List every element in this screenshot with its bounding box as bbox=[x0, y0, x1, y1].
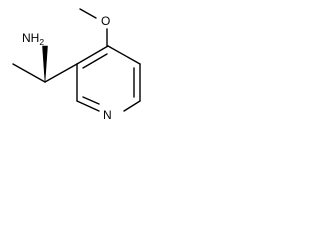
oxygen-atom-label: O bbox=[101, 14, 110, 28]
ring-bond-c3-c4 bbox=[107, 45, 141, 65]
amine-subscript: 2 bbox=[39, 37, 44, 47]
wedge-bond-chiral-amine bbox=[42, 45, 48, 83]
chemical-structure-diagram: O N NH2 bbox=[12, 8, 141, 122]
ring-bond-n1-c2-inner bbox=[82, 96, 100, 105]
bond-chiral-methyl bbox=[12, 63, 46, 83]
ring-bond-c3-c4-inner bbox=[82, 53, 108, 69]
bond-ring-chiral-carbon bbox=[44, 63, 78, 83]
amine-symbol: NH bbox=[22, 31, 39, 45]
bond-methyl-oxygen bbox=[79, 8, 97, 19]
ring-bond-n1-c2 bbox=[76, 100, 100, 112]
amine-label: NH2 bbox=[22, 31, 44, 47]
ring-bond-c3-c4-outer bbox=[76, 45, 109, 65]
ring-bond-c5-c6 bbox=[123, 100, 141, 112]
nitrogen-atom-label: N bbox=[103, 108, 112, 122]
